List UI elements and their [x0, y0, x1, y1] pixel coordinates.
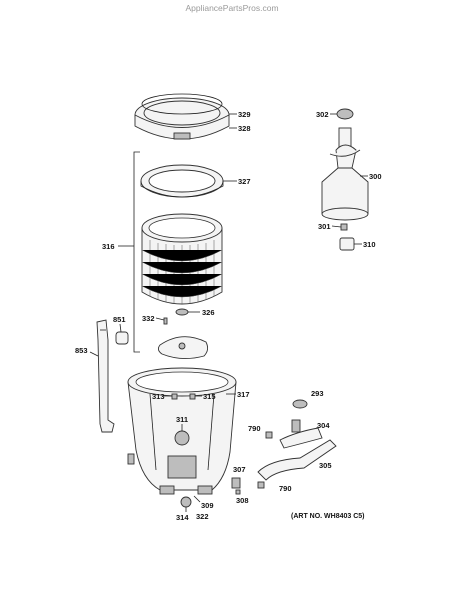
callout-327: 327	[238, 177, 251, 186]
part-outer-tub[interactable]	[127, 367, 237, 495]
callout-315: 315	[203, 392, 216, 401]
callout-293: 293	[311, 389, 324, 398]
callout-304: 304	[317, 421, 330, 430]
callout-790-lower: 790	[279, 484, 292, 493]
callout-302: 302	[316, 110, 329, 119]
callout-790-upper: 790	[248, 424, 261, 433]
part-clamp-790b[interactable]	[257, 481, 265, 489]
part-tub-cover[interactable]	[134, 93, 230, 140]
callout-313: 313	[152, 392, 165, 401]
part-315[interactable]	[189, 393, 196, 400]
part-wash-basket[interactable]	[141, 213, 223, 305]
callout-307: 307	[233, 465, 246, 474]
part-313[interactable]	[171, 393, 178, 400]
part-agitator-cap-302[interactable]	[336, 108, 354, 120]
part-301[interactable]	[340, 223, 348, 231]
callout-329: 329	[238, 110, 251, 119]
bracket-316	[118, 151, 140, 353]
part-fill-cap[interactable]	[115, 331, 129, 345]
callout-326: 326	[202, 308, 215, 317]
callout-311: 311	[176, 415, 188, 424]
callout-317: 317	[237, 390, 250, 399]
art-number: (ART NO. WH8403 C5)	[291, 513, 365, 520]
part-hose-305[interactable]	[257, 439, 337, 481]
callout-332: 332	[142, 314, 155, 323]
callout-310: 310	[363, 240, 376, 249]
callout-316: 316	[102, 242, 115, 251]
part-agitator-300[interactable]	[321, 127, 369, 221]
callout-322: 322	[196, 512, 209, 521]
part-snubber-ring[interactable]	[140, 164, 224, 198]
callout-314: 314	[176, 513, 189, 522]
callout-300: 300	[369, 172, 382, 181]
part-hub-nut[interactable]	[175, 308, 189, 316]
watermark-text: AppliancePartsPros.com	[185, 3, 278, 13]
part-clamp-790a[interactable]	[265, 431, 273, 439]
callout-301: 301	[318, 222, 331, 231]
part-307[interactable]	[231, 477, 241, 489]
callout-328: 328	[238, 124, 251, 133]
part-308[interactable]	[235, 489, 241, 495]
part-314[interactable]	[180, 496, 192, 508]
part-drive-plate[interactable]	[157, 336, 209, 359]
callout-309: 309	[201, 501, 214, 510]
callout-308: 308	[236, 496, 249, 505]
part-screw-332[interactable]	[163, 317, 168, 325]
callout-851: 851	[113, 315, 126, 324]
callout-305: 305	[319, 461, 332, 470]
part-overflow-tube[interactable]	[96, 319, 115, 433]
part-293[interactable]	[292, 399, 308, 409]
callout-853: 853	[75, 346, 88, 355]
part-hose-304[interactable]	[279, 419, 323, 449]
part-310[interactable]	[339, 237, 355, 251]
